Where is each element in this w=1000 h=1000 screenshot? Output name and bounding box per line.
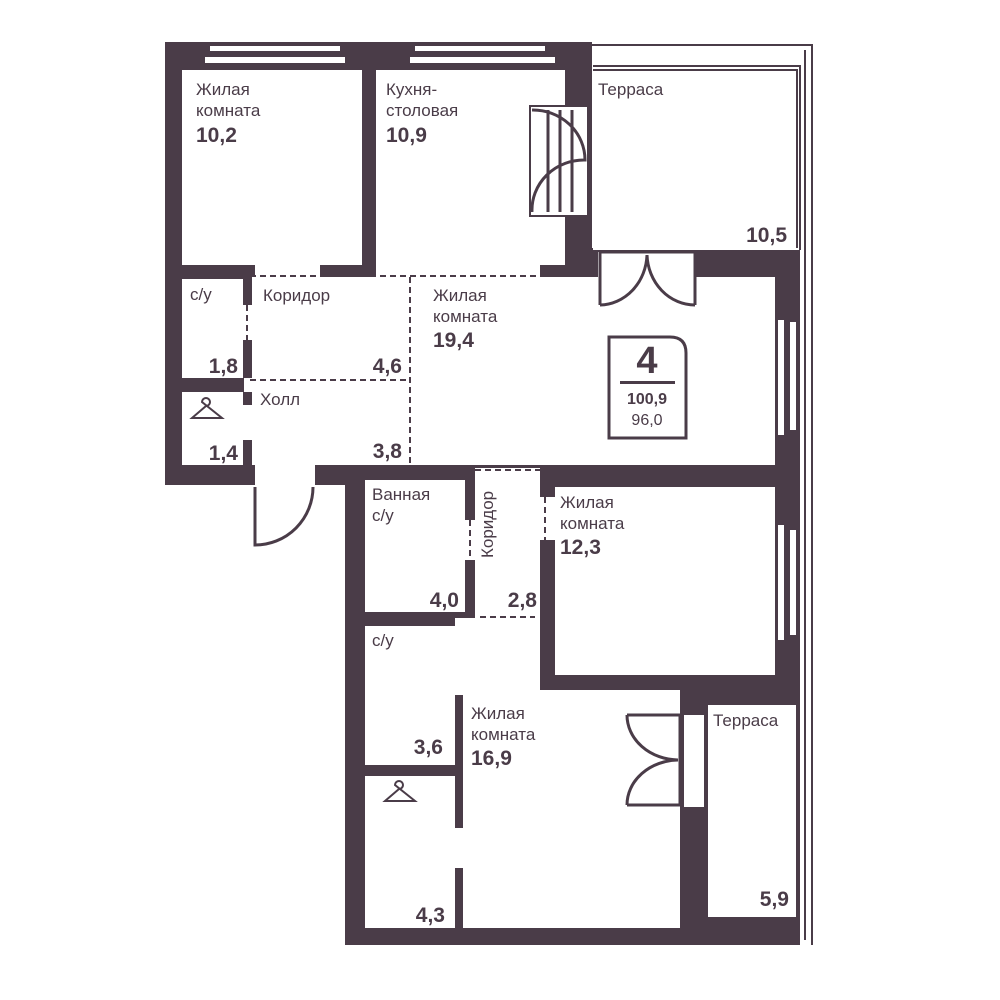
doorway-top [255,265,320,278]
room-label: Коридор [263,286,330,305]
room-label: 10,5 [746,224,787,247]
room-label: Терраса [713,711,779,730]
terrace-2 [708,705,797,917]
door-bedroom3-terrace [625,713,704,807]
hanger-icon [189,397,225,419]
room-label: с/у [190,285,212,304]
room-label: с/у [372,631,394,650]
entrance-door[interactable] [253,486,315,547]
living-area: 96,0 [631,412,662,429]
terrace-1 [593,67,799,250]
room-label: 4,6 [373,355,402,378]
room-label: 4,3 [416,904,445,927]
door-living-terrace [598,250,697,307]
room-label: Терраса [598,80,664,99]
hall-gap2 [182,378,244,392]
hall-1 [182,392,243,465]
room-label: 3,8 [373,440,403,463]
total-area: 100,9 [627,391,667,408]
windows [205,46,796,640]
outer-balcony-line [592,44,813,945]
room-label: Кухня- [386,80,437,99]
bed2-door-gap [539,497,557,540]
room-label: комната [471,725,536,744]
door-kitchen-terrace [529,105,589,217]
dashed-boundaries [246,275,546,618]
entrance-opening [255,465,315,487]
terrace-1-rail [593,65,801,250]
wc-2 [365,626,455,765]
hanger-icon [382,780,418,802]
corridor-hall [252,277,412,465]
room-label: с/у [372,506,394,525]
bedroom-3-ext [455,618,540,693]
room-label: Жилая [471,704,525,723]
room-label: Ванная [372,485,430,504]
corridor-2 [475,468,540,618]
room-label: 10,9 [386,124,427,147]
room-label: комната [196,101,261,120]
bedroom-2 [555,487,775,675]
bedroom-1 [182,70,362,265]
room-label: 1,4 [209,442,239,465]
room-label: столовая [386,101,458,120]
room-label: комната [560,514,625,533]
room-label: Холл [260,390,300,409]
room-label: 19,4 [433,329,474,352]
room-label: Жилая [433,286,487,305]
hall-gap [242,378,254,392]
bedroom-3 [463,690,680,928]
room-label: комната [433,307,498,326]
room-label: Жилая [560,493,614,512]
doorway-top-2 [376,265,540,278]
wc-1 [182,279,243,378]
room-label: 3,6 [414,736,443,759]
hall1-gap [242,405,254,440]
room-label: 10,2 [196,124,237,147]
wc1-door-gap [242,305,254,340]
room-label: Жилая [196,80,250,99]
rooms-count: 4 [636,340,657,382]
room-label: Коридор [478,491,497,558]
closet-opening [455,828,465,868]
apartment-badge: 4 100,9 96,0 [607,335,688,440]
room-label: 4,0 [430,589,459,612]
wc2-opening [455,655,465,695]
room-label: 1,8 [209,355,239,378]
room-labels: Жилая комната 10,2 Кухня- столовая 10,9 … [190,80,789,927]
living-room [410,277,775,465]
room-label: 2,8 [508,589,538,612]
room-label: 16,9 [471,747,512,770]
bathroom [365,480,465,612]
room-label: 5,9 [760,888,789,911]
room-label: 12,3 [560,536,601,559]
